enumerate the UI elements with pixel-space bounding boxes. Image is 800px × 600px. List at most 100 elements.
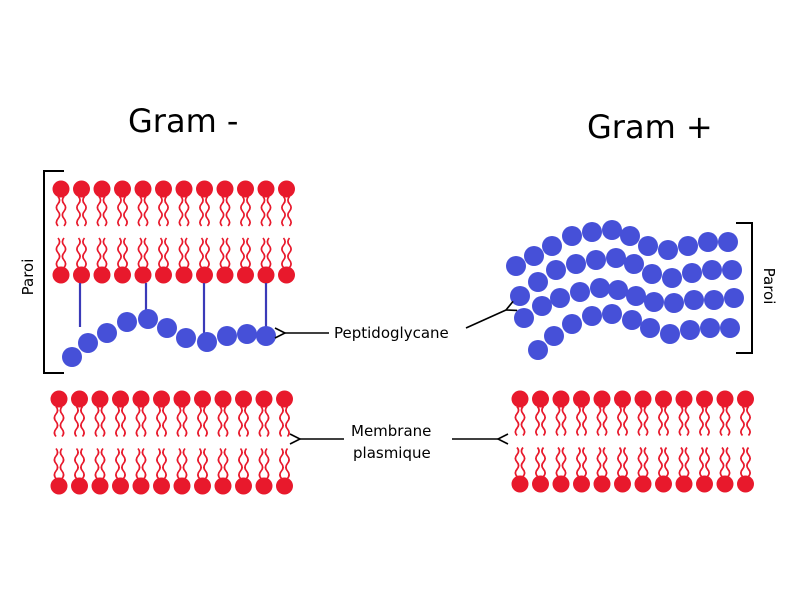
phospholipid-head xyxy=(153,477,170,495)
phospholipid-head xyxy=(173,390,191,408)
phospholipid-head xyxy=(132,390,150,408)
peptidoglycan-bead xyxy=(700,318,720,338)
peptidoglycan-bead xyxy=(680,320,700,340)
lipid-tail xyxy=(264,447,270,480)
lipid-tail xyxy=(156,405,161,438)
peptidoglycan-bead xyxy=(678,236,698,256)
lipid-tail xyxy=(658,446,663,478)
lipid-tail xyxy=(61,237,67,269)
lipid-tail xyxy=(219,237,225,269)
peptidoglycan-bead xyxy=(562,226,582,246)
lipid-tail xyxy=(176,405,182,438)
lipid-tail xyxy=(520,446,526,478)
lipid-tail xyxy=(719,446,725,478)
peptidoglycan-bead xyxy=(550,288,570,308)
lipid-tail xyxy=(141,405,147,438)
lipid-tail xyxy=(182,447,188,480)
lipid-tail xyxy=(121,447,126,480)
lipid-tail xyxy=(725,446,731,478)
peptidoglycan-bead xyxy=(662,268,682,288)
peptidoglycan-bead xyxy=(117,312,137,332)
phospholipid-head xyxy=(655,475,672,493)
peptidoglycan-bead xyxy=(622,310,642,330)
peptidoglycan-bead xyxy=(237,324,257,344)
phospholipid-head xyxy=(114,180,131,198)
lipid-tail xyxy=(100,405,106,438)
lipid-tail xyxy=(96,195,102,227)
peptidoglycan-bead xyxy=(606,248,626,268)
lipid-tail xyxy=(678,446,684,478)
membrane-label-line1: Membrane xyxy=(351,422,431,440)
lipid-tail xyxy=(203,447,208,480)
peptidoglycan-bead xyxy=(157,318,177,338)
lipid-tail xyxy=(80,447,85,480)
lipid-tail xyxy=(596,446,602,478)
lipid-tail xyxy=(217,447,223,480)
phospholipid-head xyxy=(675,475,693,493)
lipid-tail xyxy=(705,405,710,437)
lipid-tail xyxy=(238,405,243,438)
lipid-tail xyxy=(260,195,266,227)
phospholipid-head xyxy=(655,390,672,408)
peptidoglycan-bead xyxy=(718,232,738,252)
lipid-tail xyxy=(705,446,710,478)
phospholipid-head xyxy=(196,266,213,284)
paroi-bracket-left xyxy=(43,170,64,374)
lipid-tail xyxy=(281,195,286,227)
phospholipid-head xyxy=(71,390,88,408)
phospholipid-head xyxy=(175,180,193,198)
lipid-tail xyxy=(664,405,669,437)
phospholipid-head xyxy=(696,475,713,493)
peptidoglycan-bead xyxy=(664,293,684,313)
peptidoglycan-bead xyxy=(626,286,646,306)
lipid-tail xyxy=(53,447,59,480)
peptidoglycan-bead xyxy=(720,318,740,338)
phospholipid-head xyxy=(716,475,734,493)
lipid-tail xyxy=(281,237,286,269)
lipid-tail xyxy=(244,405,249,438)
peptidoglycan-bead xyxy=(602,304,622,324)
lipid-tail xyxy=(176,447,182,480)
phospholipid-head xyxy=(134,266,152,284)
peptidoglycan-bead xyxy=(256,326,276,346)
peptidoglycan-bead xyxy=(524,246,544,266)
lipid-tail xyxy=(746,446,751,478)
peptidoglycan-bead xyxy=(698,232,718,252)
peptidoglycan-bead xyxy=(702,260,722,280)
peptidoglycan-bead xyxy=(546,260,566,280)
lipid-tail xyxy=(260,237,266,269)
lipid-tail xyxy=(121,405,126,438)
phospholipid-head xyxy=(257,180,275,198)
phospholipid-head xyxy=(573,390,590,408)
lipid-tail xyxy=(561,446,567,478)
lipid-tail xyxy=(623,405,628,437)
lipid-tail xyxy=(664,446,669,478)
lipid-tail xyxy=(158,195,163,227)
lipid-tail xyxy=(617,405,622,437)
lipid-tail xyxy=(80,405,85,438)
lipid-tail xyxy=(115,447,120,480)
phospholipid-head xyxy=(696,390,713,408)
lipid-tail xyxy=(117,237,122,269)
lipid-tail xyxy=(135,447,141,480)
lipid-tail xyxy=(258,447,264,480)
lipid-tail xyxy=(135,405,141,438)
lipid-tail xyxy=(285,405,290,438)
phospholipid-head xyxy=(52,180,70,198)
lipid-tail xyxy=(637,446,643,478)
phospholipid-head xyxy=(737,475,754,493)
peptidoglycan-bead xyxy=(176,328,196,348)
lipid-tail xyxy=(287,237,292,269)
lipid-tail xyxy=(141,447,147,480)
phospholipid-head xyxy=(155,180,172,198)
phospholipid-head xyxy=(573,475,590,493)
lipid-tail xyxy=(555,446,561,478)
lipid-tail xyxy=(514,446,520,478)
phospholipid-head xyxy=(91,477,109,495)
lipid-tail xyxy=(520,405,526,437)
lipid-tail xyxy=(746,405,751,437)
phospholipid-head xyxy=(155,266,172,284)
phospholipid-head xyxy=(114,266,131,284)
lipid-tail xyxy=(197,405,202,438)
phospholipid-head xyxy=(134,180,152,198)
